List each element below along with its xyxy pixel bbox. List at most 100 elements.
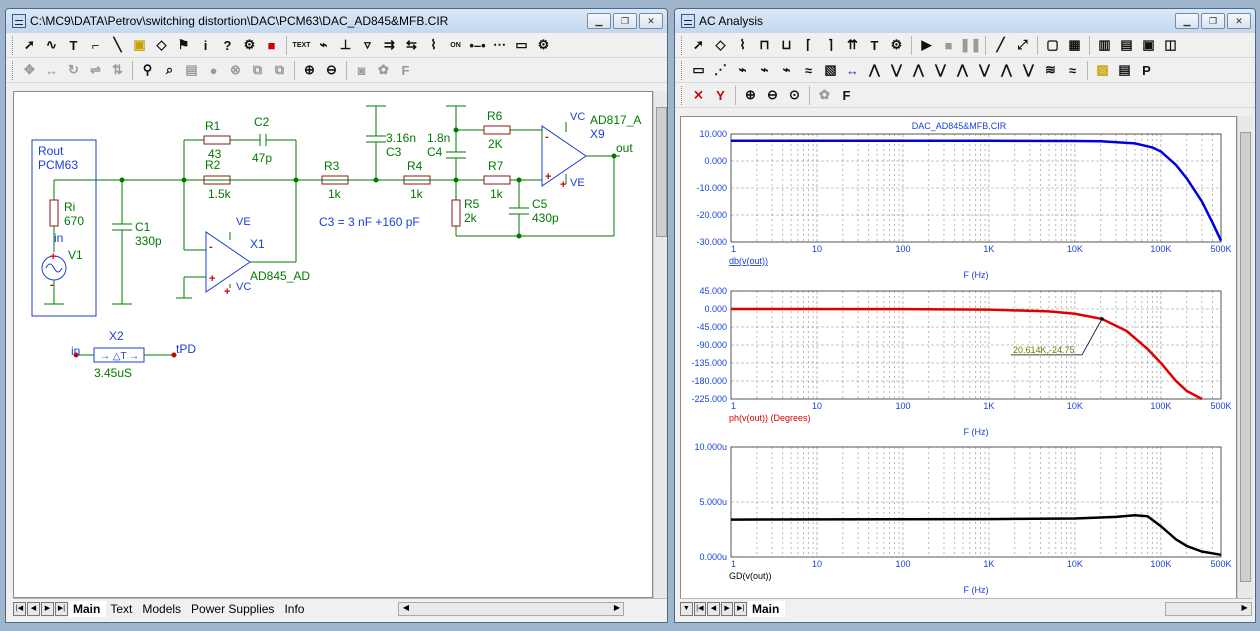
cancel-icon[interactable]: ⊗: [230, 62, 241, 77]
grid-icon[interactable]: ⋯: [493, 37, 506, 52]
zoom-out-icon[interactable]: ⊖: [767, 87, 778, 102]
numeric-output-icon[interactable]: ▤: [1118, 62, 1131, 77]
color-icon[interactable]: ▨: [1096, 62, 1109, 77]
last-page-button[interactable]: ▶|: [734, 601, 747, 616]
zoom-out-icon[interactable]: ⊖: [326, 62, 337, 77]
copy-icon[interactable]: ⧉: [252, 62, 263, 77]
palette-icon[interactable]: ✿: [378, 62, 389, 77]
frame-icon[interactable]: ▢: [1046, 37, 1059, 52]
split-icon[interactable]: ◫: [1164, 37, 1177, 52]
slope-icon[interactable]: ⋁: [979, 62, 990, 77]
dropdown-button[interactable]: ▼: [680, 601, 693, 616]
tab-main[interactable]: Main: [747, 600, 786, 617]
top-icon[interactable]: ⋁: [935, 62, 946, 77]
global-low-icon[interactable]: ⋀: [913, 62, 924, 77]
horizontal-scrollbar[interactable]: ▶: [1165, 601, 1253, 616]
text-tool-icon[interactable]: T: [69, 37, 78, 53]
select-arrow-icon[interactable]: ➚: [693, 37, 704, 52]
run-icon[interactable]: ▶: [921, 37, 932, 52]
shapes-icon[interactable]: ◇: [156, 37, 167, 52]
page-icon[interactable]: ▣: [1142, 37, 1155, 52]
horizontal-tag-icon[interactable]: ⌈: [805, 37, 812, 52]
minor-grid-icon[interactable]: ▥: [1098, 37, 1111, 52]
schematic-vertical-scrollbar[interactable]: [653, 91, 667, 598]
bottom-icon[interactable]: ⋀: [957, 62, 968, 77]
prev-point-icon[interactable]: ≋: [1045, 62, 1056, 77]
on-icon[interactable]: ON: [450, 41, 461, 49]
low-icon[interactable]: ≈: [804, 62, 813, 78]
orthogonal-wire-icon[interactable]: ⌐: [91, 37, 100, 53]
properties-icon[interactable]: ⚙: [537, 37, 550, 52]
prev-page-button[interactable]: ◀: [707, 601, 720, 616]
properties-icon[interactable]: ⚙: [890, 37, 903, 52]
x-value-icon[interactable]: ≈: [1068, 62, 1077, 78]
schematic-canvas[interactable]: Rout PCM63 in C3 = 3 nF +160 pF X1 X9 in…: [13, 91, 653, 598]
x-cursor-icon[interactable]: ⨯: [693, 87, 704, 102]
select-arrow-icon[interactable]: ➚: [24, 37, 35, 52]
data-points-icon[interactable]: ⤢: [1017, 37, 1028, 52]
probe-icon[interactable]: ⇉: [384, 37, 395, 52]
stop-icon[interactable]: ■: [944, 37, 953, 53]
font-icon[interactable]: F: [401, 62, 410, 78]
flip-icon[interactable]: ↔: [45, 62, 58, 78]
restore-button[interactable]: ❐: [613, 13, 637, 29]
info-icon[interactable]: i: [203, 37, 208, 53]
restore-button[interactable]: ❐: [1201, 13, 1225, 29]
shapes-icon[interactable]: ◇: [715, 37, 726, 52]
last-page-button[interactable]: ▶|: [55, 601, 68, 616]
p-key-icon[interactable]: P: [1142, 62, 1151, 78]
first-page-button[interactable]: |◀: [13, 601, 26, 616]
vertical-tag-icon[interactable]: ⌉: [827, 37, 834, 52]
peak-icon[interactable]: ⌁: [738, 62, 747, 77]
close-button[interactable]: ✕: [639, 13, 663, 29]
text-mode-icon[interactable]: TEXT: [292, 41, 311, 49]
minimize-button[interactable]: ▁: [1175, 13, 1199, 29]
performance-tag-icon[interactable]: ⇈: [847, 37, 858, 52]
stop-circle-icon[interactable]: ●: [209, 62, 218, 78]
mirror-icon[interactable]: ⇌: [90, 62, 101, 77]
cursor-mode-icon[interactable]: ⋰: [714, 62, 727, 77]
close-button[interactable]: ✕: [1227, 13, 1251, 29]
tab-text[interactable]: Text: [110, 601, 133, 616]
palette-icon[interactable]: ✿: [819, 87, 830, 102]
binoculars-icon[interactable]: ⌕: [165, 62, 174, 77]
stop-icon[interactable]: ■: [267, 37, 276, 53]
clipboard-icon[interactable]: ▤: [185, 62, 198, 77]
next-point-icon[interactable]: ⋁: [1023, 62, 1034, 77]
normal-icon[interactable]: ▭: [692, 62, 705, 77]
zoom-in-icon[interactable]: ⊕: [304, 62, 315, 77]
horizontal-scrollbar[interactable]: ◀ ▶: [398, 601, 625, 616]
inflection-icon[interactable]: ⋀: [869, 62, 880, 77]
wire-icon[interactable]: ∿: [46, 37, 57, 52]
tab-power-supplies[interactable]: Power Supplies: [191, 601, 275, 616]
first-page-button[interactable]: |◀: [693, 601, 707, 616]
text-tool-icon[interactable]: T: [870, 37, 879, 53]
high-icon[interactable]: ⌁: [782, 62, 791, 77]
minimize-button[interactable]: ▁: [587, 13, 611, 29]
diagonal-wire-icon[interactable]: ╲: [113, 37, 122, 52]
next-cursor-icon[interactable]: ↔: [846, 62, 859, 78]
scale-icon[interactable]: ⌇: [739, 37, 746, 52]
pin-markers-icon[interactable]: ⊥: [339, 37, 352, 52]
find-icon[interactable]: ⚲: [142, 62, 153, 77]
line-icon[interactable]: ╱: [996, 37, 1005, 52]
y-cursor-icon[interactable]: Y: [716, 87, 725, 103]
tab-main[interactable]: Main: [69, 600, 107, 617]
font-icon[interactable]: F: [842, 87, 851, 103]
scope-icon[interactable]: ▧: [824, 62, 837, 77]
page-icon[interactable]: ▭: [515, 37, 528, 52]
grid-icon[interactable]: ▦: [1068, 37, 1081, 52]
tag-icon[interactable]: ⊓: [759, 37, 770, 52]
paste-icon[interactable]: ⧉: [274, 62, 285, 77]
step-icon[interactable]: ⇅: [112, 62, 123, 77]
power-icon[interactable]: ⌇: [430, 37, 437, 52]
grid-text-icon[interactable]: ▿: [364, 37, 371, 52]
tab-models[interactable]: Models: [142, 601, 182, 616]
pin-connect-icon[interactable]: •–•: [469, 37, 486, 53]
zoom-in-icon[interactable]: ⊕: [745, 87, 756, 102]
valley-icon[interactable]: ⌁: [760, 62, 769, 77]
rotate-icon[interactable]: ↻: [68, 62, 79, 77]
prev-page-button[interactable]: ◀: [27, 601, 40, 616]
node-numbers-icon[interactable]: ⌁: [319, 37, 328, 52]
